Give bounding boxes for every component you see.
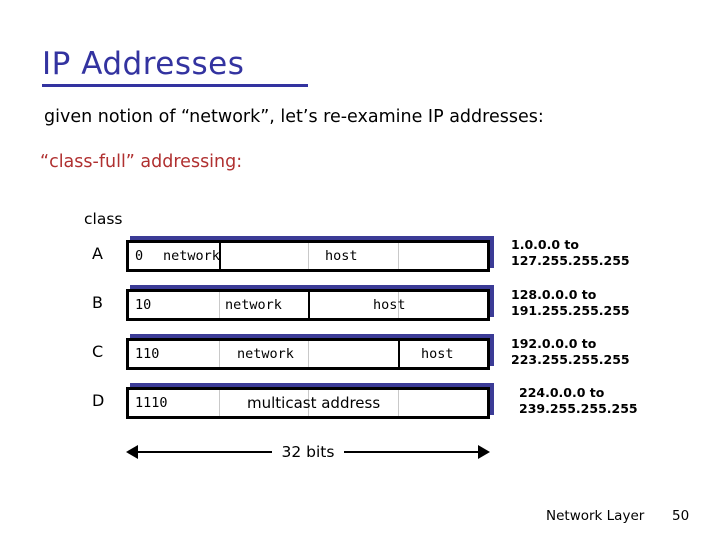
- range-class-a: 1.0.0.0 to 127.255.255.255: [511, 237, 630, 268]
- divider-byte-faint: [308, 390, 309, 416]
- prefix-bits-c: 110: [135, 346, 160, 362]
- network-label-b: network: [225, 297, 282, 313]
- arrow-line-right: [340, 451, 480, 453]
- divider-boundary-solid: [218, 243, 221, 269]
- prefix-bits-b: 10: [135, 297, 152, 313]
- footer-page-number: 50: [672, 508, 690, 524]
- divider-byte-faint: [308, 341, 309, 367]
- row-label-d: D: [92, 391, 105, 410]
- range-a-from: 1.0.0.0 to: [511, 237, 579, 252]
- bar-outline: 0 network host: [126, 240, 490, 272]
- row-label-a: A: [92, 244, 103, 263]
- row-label-c: C: [92, 342, 104, 361]
- host-label-a: host: [325, 248, 358, 264]
- range-a-to: 127.255.255.255: [511, 252, 630, 268]
- address-bar-b: 10 network host: [126, 285, 494, 321]
- prefix-bits-a: 0: [135, 248, 144, 264]
- divider-boundary-solid: [397, 341, 400, 367]
- arrow-left-icon: [126, 445, 138, 459]
- bar-outline: 110 network host: [126, 338, 490, 370]
- title-underline: [42, 84, 308, 87]
- divider-byte-faint: [218, 292, 220, 318]
- divider-byte-faint: [218, 390, 220, 416]
- class-column-header: class: [84, 210, 123, 228]
- bar-outline: 1110 multicast address: [126, 387, 490, 419]
- host-label-c: host: [421, 346, 454, 362]
- divider-boundary-solid: [308, 292, 310, 318]
- row-label-b: B: [92, 293, 103, 312]
- range-d-from: 224.0.0.0 to: [519, 385, 605, 400]
- range-class-d: 224.0.0.0 to 239.255.255.255: [519, 385, 638, 416]
- divider-byte-faint: [397, 243, 399, 269]
- subtitle-intro: given notion of “network”, let’s re-exam…: [44, 107, 544, 127]
- arrow-line-left: [136, 451, 276, 453]
- range-d-to: 239.255.255.255: [519, 400, 638, 416]
- range-class-b: 128.0.0.0 to 191.255.255.255: [511, 287, 630, 318]
- range-class-c: 192.0.0.0 to 223.255.255.255: [511, 336, 630, 367]
- subtitle-classful: “class-full” addressing:: [40, 152, 243, 172]
- divider-byte-faint: [397, 292, 399, 318]
- range-c-to: 223.255.255.255: [511, 351, 630, 367]
- host-label-b: host: [373, 297, 406, 313]
- network-label-c: network: [237, 346, 294, 362]
- range-b-from: 128.0.0.0 to: [511, 287, 597, 302]
- address-bar-d: 1110 multicast address: [126, 383, 494, 419]
- divider-byte-faint: [218, 341, 220, 367]
- range-c-from: 192.0.0.0 to: [511, 336, 597, 351]
- bits-label: 32 bits: [272, 440, 344, 464]
- range-b-to: 191.255.255.255: [511, 302, 630, 318]
- prefix-bits-d: 1110: [135, 395, 168, 411]
- divider-byte-faint: [397, 390, 399, 416]
- arrow-right-icon: [478, 445, 490, 459]
- divider-byte-faint: [308, 243, 309, 269]
- address-bar-a: 0 network host: [126, 236, 494, 272]
- network-label-a: network: [163, 248, 220, 264]
- bar-outline: 10 network host: [126, 289, 490, 321]
- footer-section: Network Layer: [546, 508, 645, 524]
- address-bar-c: 110 network host: [126, 334, 494, 370]
- multicast-label-d: multicast address: [247, 394, 381, 412]
- page-title: IP Addresses: [42, 46, 245, 82]
- bit-width-indicator: 32 bits: [126, 440, 490, 464]
